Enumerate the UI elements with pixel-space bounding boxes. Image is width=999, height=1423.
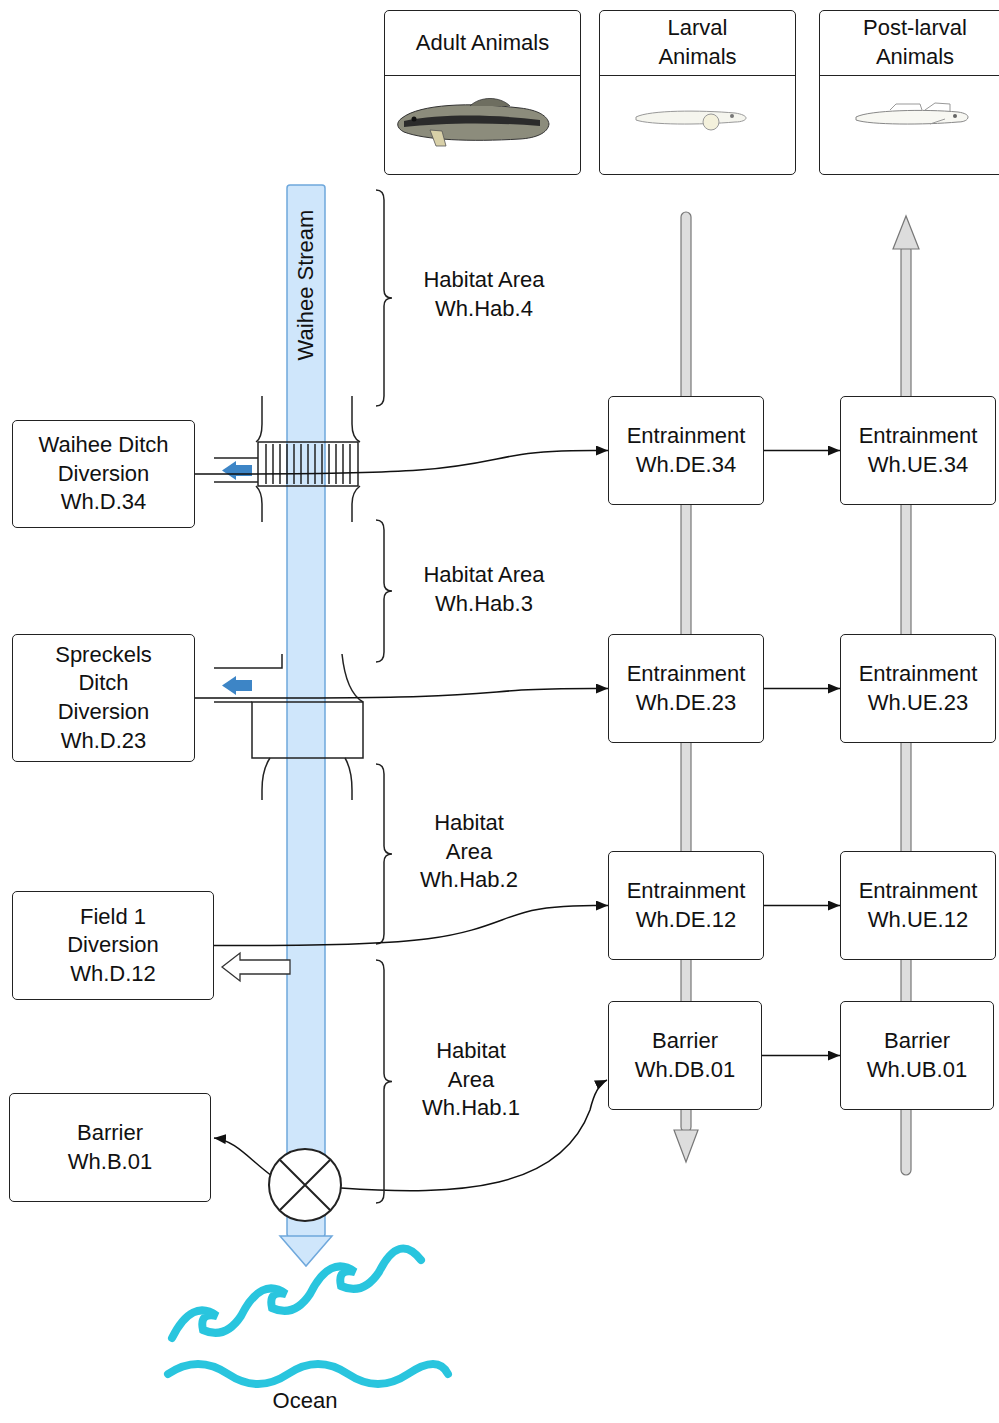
box-text: Entrainment Wh.DE.34	[616, 422, 756, 479]
grate-bar	[314, 444, 316, 484]
stage-header: Larval Animals	[599, 10, 796, 175]
habitat-label: Habitat Area Wh.Hab.2	[417, 809, 521, 895]
entrainment-box: Entrainment Wh.DE.34	[608, 396, 764, 505]
connector	[195, 689, 608, 699]
ocean-waves	[168, 1248, 448, 1384]
connector	[762, 1055, 840, 1057]
stream-name: Waihee Stream	[292, 210, 321, 361]
brace	[376, 960, 392, 1203]
barrier-box: Barrier Wh.UB.01	[840, 1001, 994, 1110]
diversion-box: Waihee Ditch Diversion Wh.D.34	[12, 420, 195, 528]
habitat-label: Habitat Area Wh.Hab.1	[419, 1037, 523, 1123]
larval-fish	[636, 111, 746, 130]
entrainment-box: Entrainment Wh.UE.23	[840, 634, 996, 743]
barrier-box: Barrier Wh.DB.01	[608, 1001, 762, 1110]
entrainment-box: Entrainment Wh.UE.12	[840, 851, 996, 960]
barrier-symbol	[269, 1149, 341, 1221]
box-text: Spreckels Ditch Diversion Wh.D.23	[44, 641, 164, 755]
box-text: Barrier Wh.DB.01	[630, 1027, 740, 1084]
box-text: Waihee Ditch Diversion Wh.D.34	[20, 431, 187, 517]
box-text: Adult Animals	[385, 11, 580, 76]
box-text: Barrier Wh.UB.01	[862, 1027, 972, 1084]
connector	[764, 688, 840, 690]
entrainment-box: Entrainment Wh.DE.12	[608, 851, 764, 960]
brace	[376, 764, 392, 944]
diversion-box: Spreckels Ditch Diversion Wh.D.23	[12, 634, 195, 762]
habitat-label: Habitat Area Wh.Hab.4	[404, 266, 564, 323]
intake-grate	[214, 396, 360, 522]
grate-bar	[300, 444, 302, 484]
post-larval-fish	[856, 103, 968, 124]
stage-header: Adult Animals	[384, 10, 581, 175]
box-text: Field 1 Diversion Wh.D.12	[53, 903, 173, 989]
habitat-label: Habitat Area Wh.Hab.3	[404, 561, 564, 618]
barrier-box: Barrier Wh.B.01	[9, 1093, 211, 1202]
box-text: Entrainment Wh.DE.23	[616, 660, 756, 717]
brace	[376, 190, 392, 406]
box-text: Entrainment Wh.UE.12	[848, 877, 988, 934]
stage-header: Post-larval Animals	[819, 10, 999, 175]
entrainment-box: Entrainment Wh.DE.23	[608, 634, 764, 743]
brace	[376, 520, 392, 662]
grate-bar	[286, 444, 288, 484]
box-text: Entrainment Wh.UE.34	[848, 422, 988, 479]
grate-bar	[342, 444, 344, 484]
box-text: Barrier Wh.B.01	[55, 1119, 165, 1176]
box-text: Larval Animals	[600, 11, 795, 76]
ocean-label: Ocean	[273, 1387, 338, 1416]
grate-bar	[321, 444, 323, 484]
box-text: Entrainment Wh.DE.12	[616, 877, 756, 934]
entrainment-box: Entrainment Wh.UE.34	[840, 396, 996, 505]
grate-bar	[265, 444, 267, 484]
barrier-leader	[214, 1138, 272, 1176]
diversion-box: Field 1 Diversion Wh.D.12	[12, 891, 214, 1000]
grate-bar	[293, 444, 295, 484]
diversion-flow-arrow	[222, 461, 252, 480]
adult-fish	[398, 99, 549, 147]
box-text: Post-larval Animals	[820, 11, 999, 76]
grate-bar	[279, 444, 281, 484]
connector	[764, 905, 840, 907]
grate-bar	[272, 444, 274, 484]
connector	[214, 906, 608, 946]
connector	[764, 450, 840, 452]
diversion-flow-arrow	[222, 676, 252, 695]
diversion-outflow-arrow	[222, 953, 290, 981]
connector	[195, 451, 608, 475]
grate-bar	[307, 444, 309, 484]
grate-bar	[328, 444, 330, 484]
stream	[280, 185, 332, 1266]
intake-structure	[214, 654, 363, 800]
box-text: Entrainment Wh.UE.23	[848, 660, 988, 717]
grate-bar	[349, 444, 351, 484]
grate-bar	[335, 444, 337, 484]
